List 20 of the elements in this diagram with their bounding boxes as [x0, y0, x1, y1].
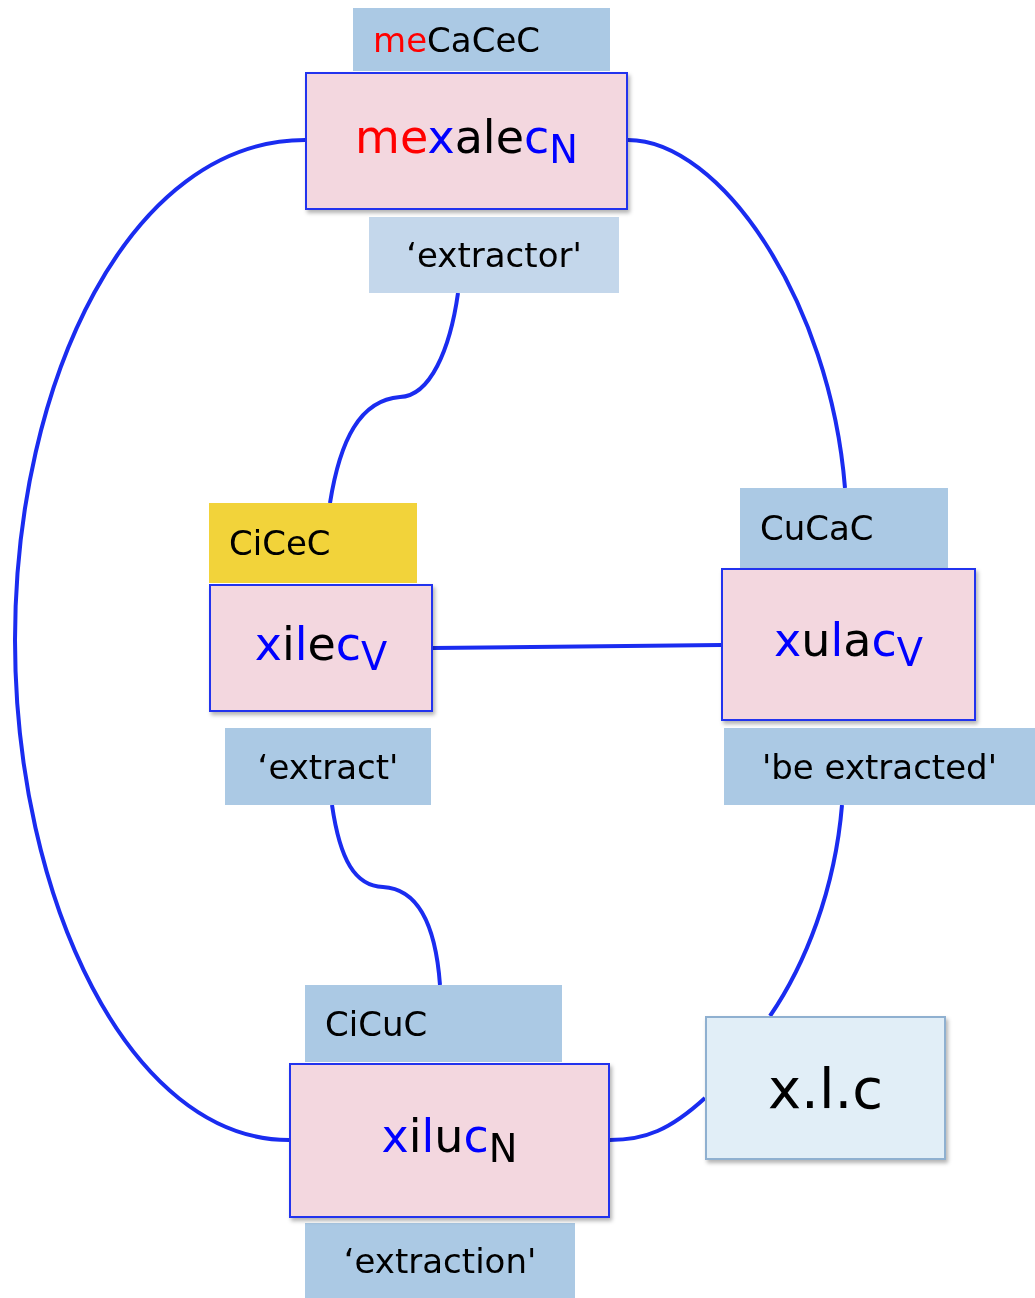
gloss-label: 'be extracted'	[724, 728, 1035, 805]
connector-line	[433, 643, 721, 650]
word-box: xiluc$_{N}$	[289, 1063, 610, 1218]
word-box: xulac$_{V}$	[721, 568, 976, 721]
word-box: mexalec$_{N}$	[305, 72, 628, 210]
connector-line	[13, 138, 306, 1142]
pattern-label: meCaCeC	[353, 8, 610, 71]
gloss-label: ‘extract'	[225, 728, 431, 805]
connector-line	[609, 1096, 707, 1142]
connector-line	[328, 292, 460, 504]
pattern-label: CiCuC	[305, 985, 562, 1062]
pattern-label: CiCeC	[209, 503, 417, 583]
gloss-label: ‘extraction'	[305, 1223, 575, 1298]
connector-line	[768, 804, 844, 1018]
word-box: xilec$_{V}$	[209, 584, 433, 712]
connector-line	[627, 138, 847, 489]
connector-line	[330, 804, 442, 986]
pattern-label: CuCaC	[740, 488, 948, 568]
gloss-label: ‘extractor'	[369, 217, 619, 293]
root-box: x.l.c	[705, 1016, 946, 1160]
